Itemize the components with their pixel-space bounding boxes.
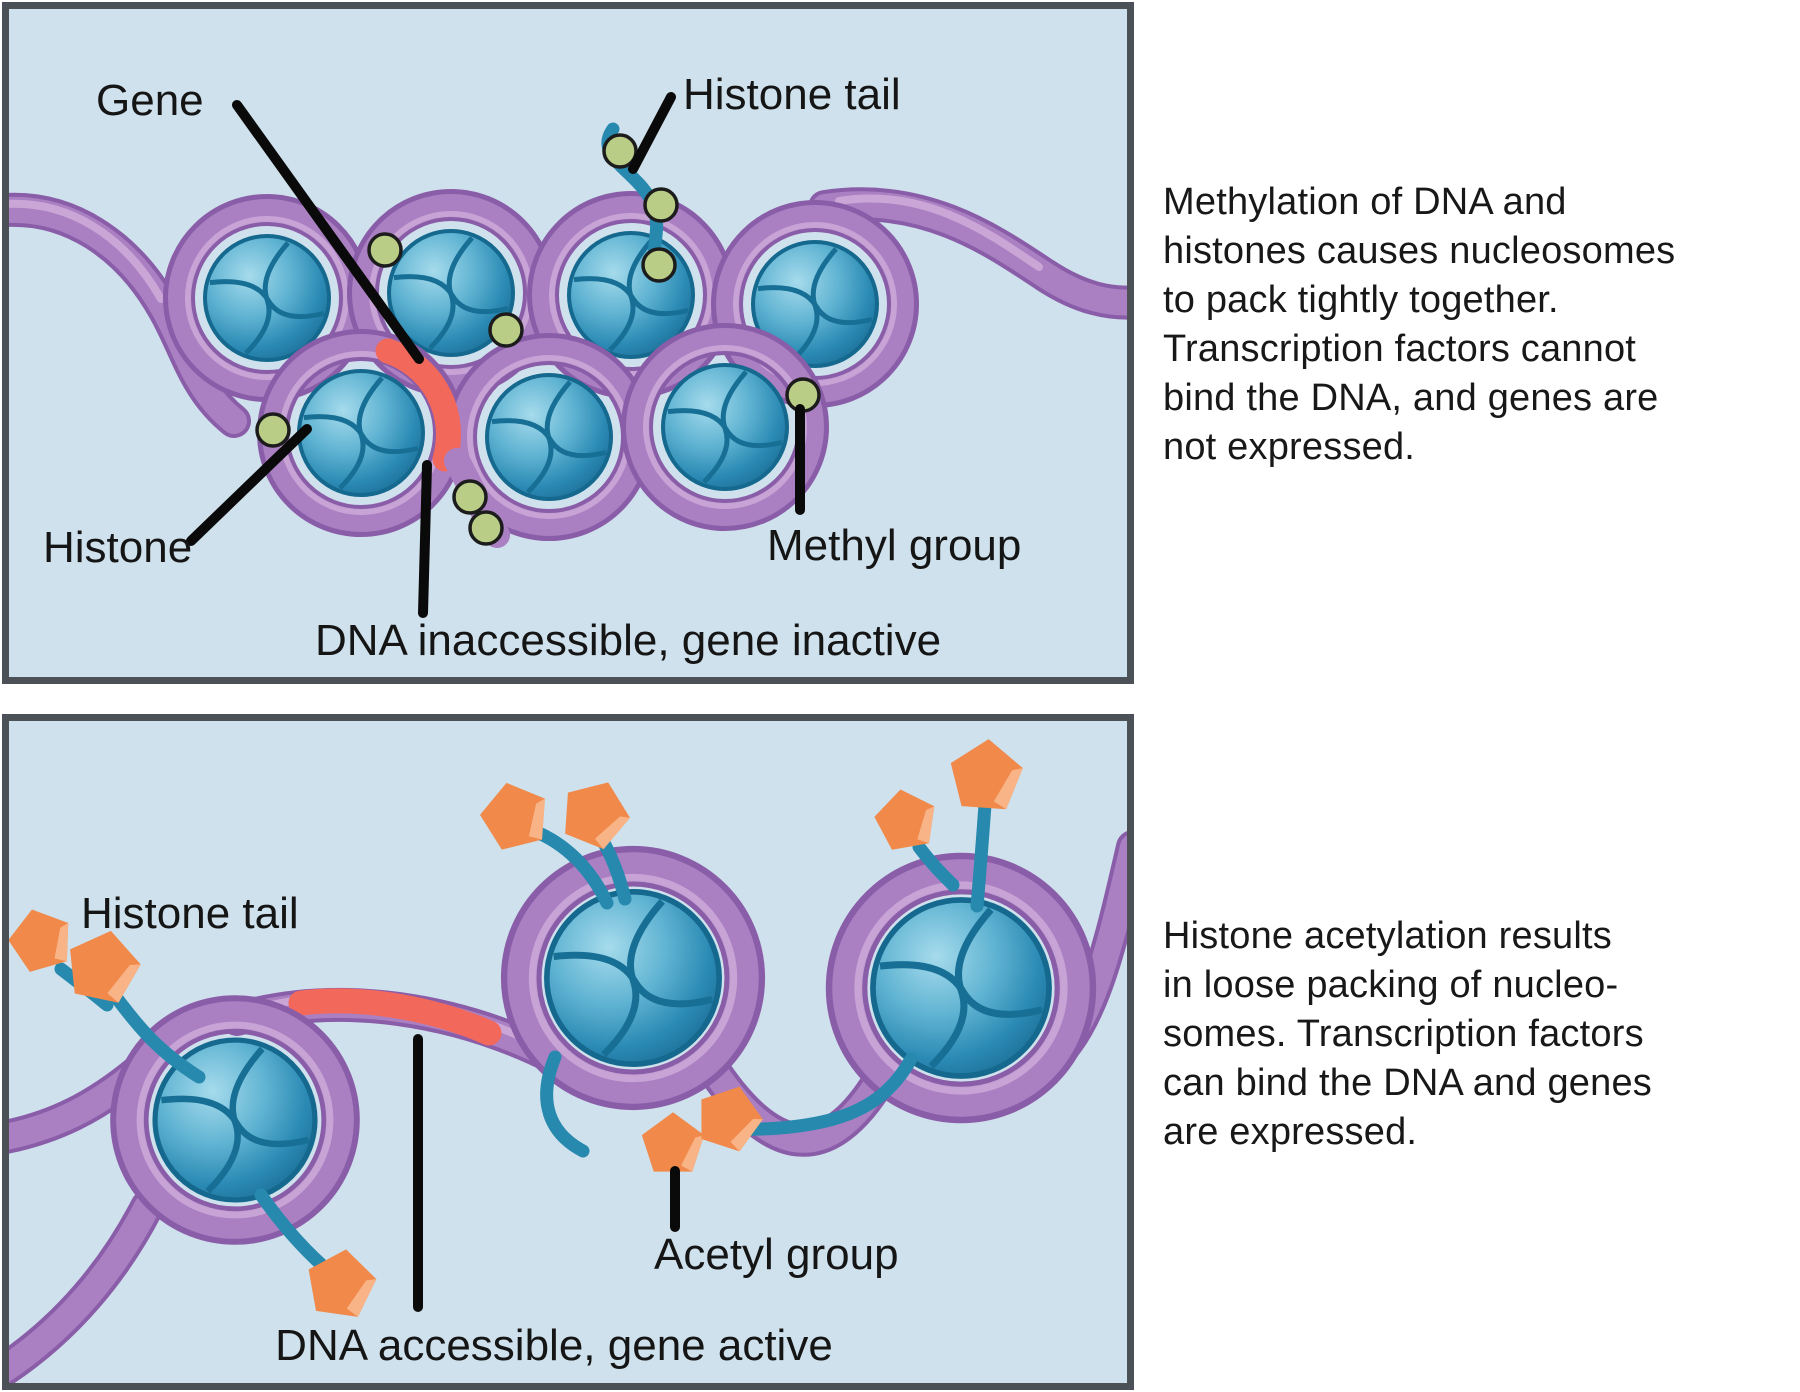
acetyl-group-icon (641, 1112, 705, 1172)
methyl-group-icon (255, 412, 291, 448)
gene-segment (288, 988, 502, 1046)
acetyl-group-icon (870, 784, 941, 852)
dna-strand (9, 187, 1127, 438)
histone-label: Histone (43, 523, 192, 572)
methyl-group-icon (468, 510, 504, 546)
methyl-group-icon (488, 312, 524, 348)
acetylation-diagram: Histone tail Acetyl group DNA accessible… (9, 736, 1127, 1383)
methylation-diagram: Gene Histone tail Histone Methyl group D… (9, 70, 1127, 665)
histone-tail-label: Histone tail (81, 889, 299, 938)
methyl-group-label: Methyl group (767, 521, 1021, 570)
caption-leader-line (418, 460, 432, 618)
acetylation-panel: Histone tail Acetyl group DNA accessible… (2, 714, 1134, 1390)
nucleosome (637, 339, 813, 515)
methylation-panel: Gene Histone tail Histone Methyl group D… (2, 2, 1134, 684)
top-caption: DNA inaccessible, gene inactive (315, 616, 941, 665)
acetyl-group-icon (553, 769, 640, 854)
methyl-group-icon (643, 187, 679, 223)
nucleosome (727, 216, 903, 392)
methyl-group-icon (452, 479, 488, 515)
nucleosome (847, 874, 1076, 1103)
histone-tail-label: Histone tail (683, 70, 901, 119)
methyl-group-icon (367, 232, 403, 268)
methyl-group-icon (641, 247, 677, 283)
acetyl-group-icon (947, 736, 1025, 811)
gene-leader-line (232, 100, 424, 364)
histone-tail-leader-line (628, 92, 676, 174)
acetylation-note: Histone acetylation results in loose pac… (1163, 915, 1652, 1153)
methylation-note: Methylation of DNA and histones causes n… (1163, 181, 1676, 468)
gene-segment (375, 338, 461, 472)
acetyl-group-label: Acetyl group (654, 1230, 899, 1279)
gene-label: Gene (96, 76, 204, 125)
histone-leader-line (186, 424, 312, 546)
acetyl-group-icon (9, 900, 79, 976)
bottom-caption: DNA accessible, gene active (275, 1321, 833, 1370)
